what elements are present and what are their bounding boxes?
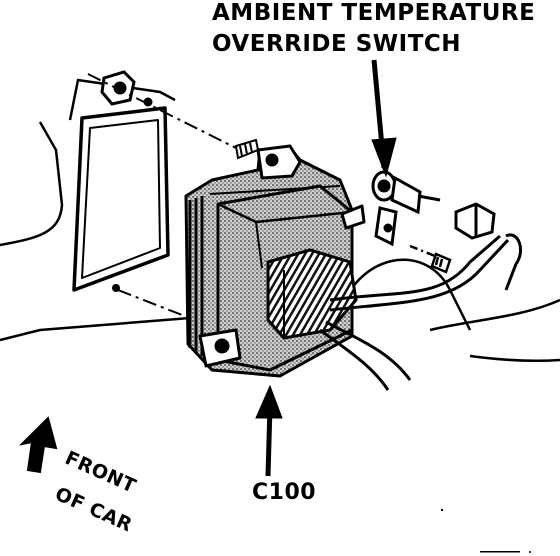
front-of-car-arrow	[18, 416, 58, 474]
wire-harness	[319, 233, 522, 391]
mounting-stud	[234, 138, 260, 160]
switch-screw	[409, 244, 452, 274]
switch-label-line2: OVERRIDE SWITCH	[212, 31, 462, 57]
switch-label-line1: AMBIENT TEMPERATURE	[212, 0, 536, 26]
connector-label: C100	[252, 480, 317, 505]
harness-plug	[454, 202, 496, 240]
access-panel	[72, 106, 170, 292]
leader-arrows	[255, 59, 397, 477]
scan-specks	[440, 508, 531, 553]
alignment-line	[87, 73, 241, 151]
connector-c100	[266, 248, 358, 340]
override-switch	[371, 170, 441, 247]
